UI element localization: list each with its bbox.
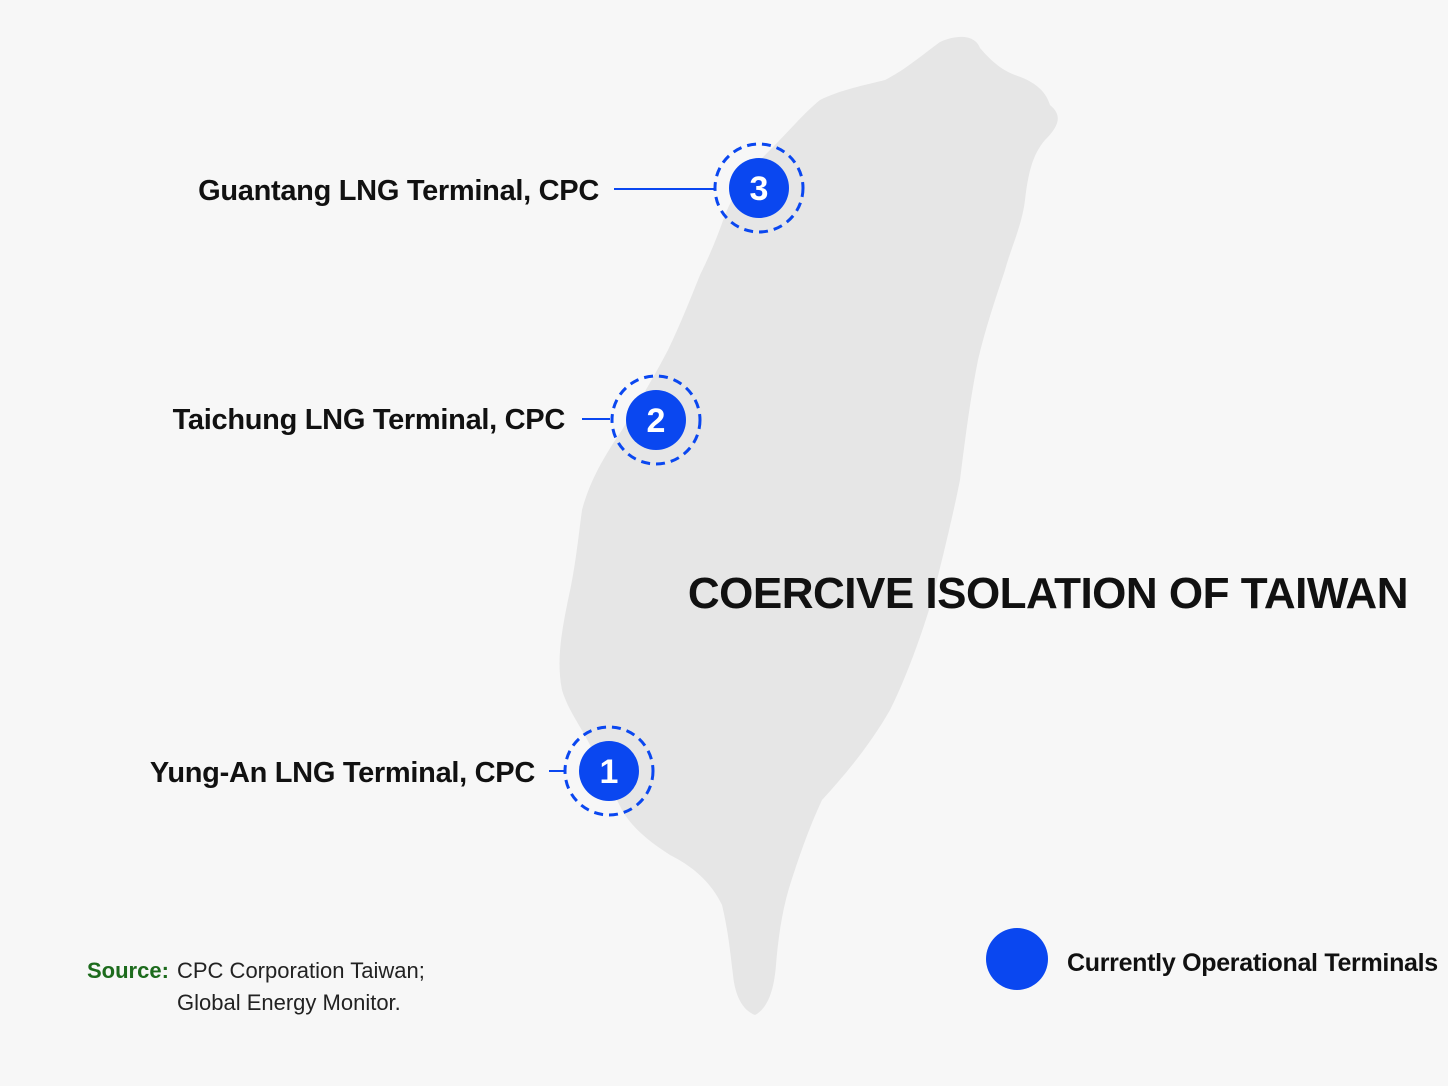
legend: Currently Operational Terminals <box>986 928 1438 990</box>
source-line-2: Global Energy Monitor. <box>177 990 401 1015</box>
terminal-label-yungan: Yung-An LNG Terminal, CPC <box>150 757 535 789</box>
legend-label: Currently Operational Terminals <box>1067 949 1438 977</box>
source-label: Source: <box>87 958 169 983</box>
map-title: COERCIVE ISOLATION OF TAIWAN <box>688 569 1408 618</box>
marker-number-3: 3 <box>750 170 769 208</box>
legend-blue-circle-icon <box>986 928 1048 990</box>
taiwan-island <box>559 36 1058 1016</box>
source-line-1: CPC Corporation Taiwan; <box>177 958 425 983</box>
marker-number-2: 2 <box>647 402 666 440</box>
terminal-marker-taichung[interactable]: 2 <box>610 374 702 466</box>
terminal-label-guantang: Guantang LNG Terminal, CPC <box>198 175 599 207</box>
terminal-marker-yungan[interactable]: 1 <box>563 725 655 817</box>
marker-number-1: 1 <box>600 753 619 791</box>
terminal-label-taichung: Taichung LNG Terminal, CPC <box>173 404 566 436</box>
terminal-marker-guantang[interactable]: 3 <box>713 142 805 234</box>
source-note: Source: CPC Corporation Taiwan; Global E… <box>87 958 425 1015</box>
